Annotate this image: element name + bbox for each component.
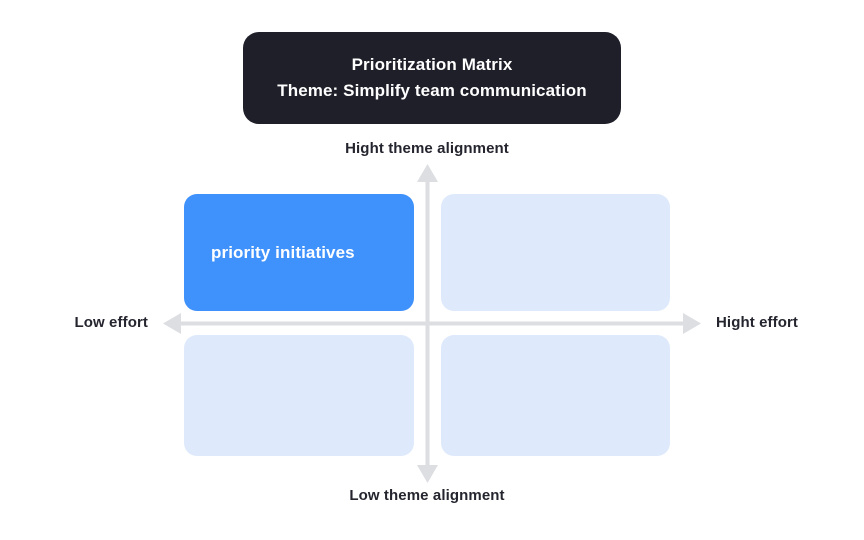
quadrant-bottom-right[interactable]: [441, 335, 670, 456]
axis-label-top: Hight theme alignment: [345, 140, 509, 157]
quadrant-top-left[interactable]: priority initiatives: [184, 194, 414, 311]
quadrant-top-left-label: priority initiatives: [211, 242, 355, 262]
axis-label-right: Hight effort: [716, 314, 799, 331]
matrix-title: Prioritization Matrix: [351, 55, 513, 74]
title-card: Prioritization Matrix Theme: Simplify te…: [243, 32, 621, 124]
quadrant-bottom-left[interactable]: [184, 335, 414, 456]
matrix-theme: Theme: Simplify team communication: [277, 81, 587, 100]
axis-label-left: Low effort: [74, 314, 148, 331]
axis-label-bottom: Low theme alignment: [349, 487, 505, 504]
quadrant-top-right[interactable]: [441, 194, 670, 311]
